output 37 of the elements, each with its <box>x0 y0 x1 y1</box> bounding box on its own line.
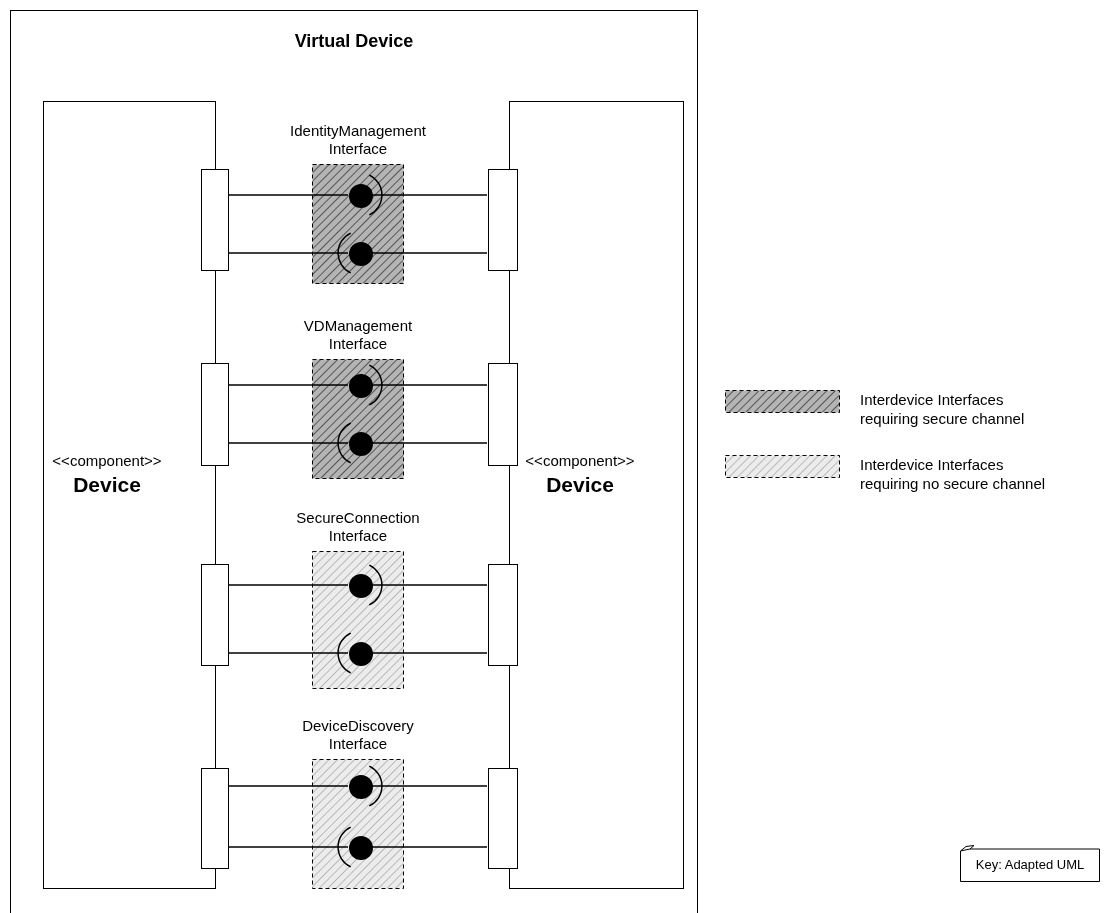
port-box <box>488 564 518 666</box>
interface-label: SecureConnection Interface <box>295 509 421 545</box>
connector-line <box>227 584 349 586</box>
legend-label: Interdevice Interfaces requiring secure channel <box>860 391 1026 429</box>
port-box <box>201 363 229 466</box>
legend-label: Interdevice Interfaces requiring no secure channel <box>860 456 1047 494</box>
connector-line <box>227 384 349 386</box>
connector-line <box>368 364 488 406</box>
connector-line <box>227 422 352 464</box>
interface-label: IdentityManagement Interface <box>289 122 427 158</box>
port-box <box>488 169 518 271</box>
interface-label: VDManagement Interface <box>302 317 414 353</box>
connector-line <box>368 174 488 216</box>
port-box <box>201 768 229 869</box>
connector-line <box>227 826 352 868</box>
note-text: Key: Adapted UML <box>974 857 1086 873</box>
connector-line <box>368 765 488 807</box>
interface-label: DeviceDiscovery Interface <box>301 717 415 753</box>
connector-line <box>371 846 488 848</box>
component-name: Device <box>545 472 615 498</box>
component-name: Device <box>72 472 142 498</box>
connector-line <box>227 632 352 674</box>
connector-line <box>227 232 352 274</box>
connector-line <box>368 564 488 606</box>
port-box <box>488 363 518 466</box>
port-box <box>201 564 229 666</box>
frame-box <box>10 10 698 913</box>
connector-line <box>227 194 349 196</box>
stereotype-label: <<component>> <box>524 452 636 470</box>
connector-line <box>371 252 488 254</box>
connector-line <box>371 442 488 444</box>
stereotype-label: <<component>> <box>51 452 163 470</box>
connector-line <box>371 652 488 654</box>
connector-line <box>227 785 349 787</box>
port-box <box>201 169 229 271</box>
port-box <box>488 768 518 869</box>
frame-title: Virtual Device <box>293 31 415 53</box>
